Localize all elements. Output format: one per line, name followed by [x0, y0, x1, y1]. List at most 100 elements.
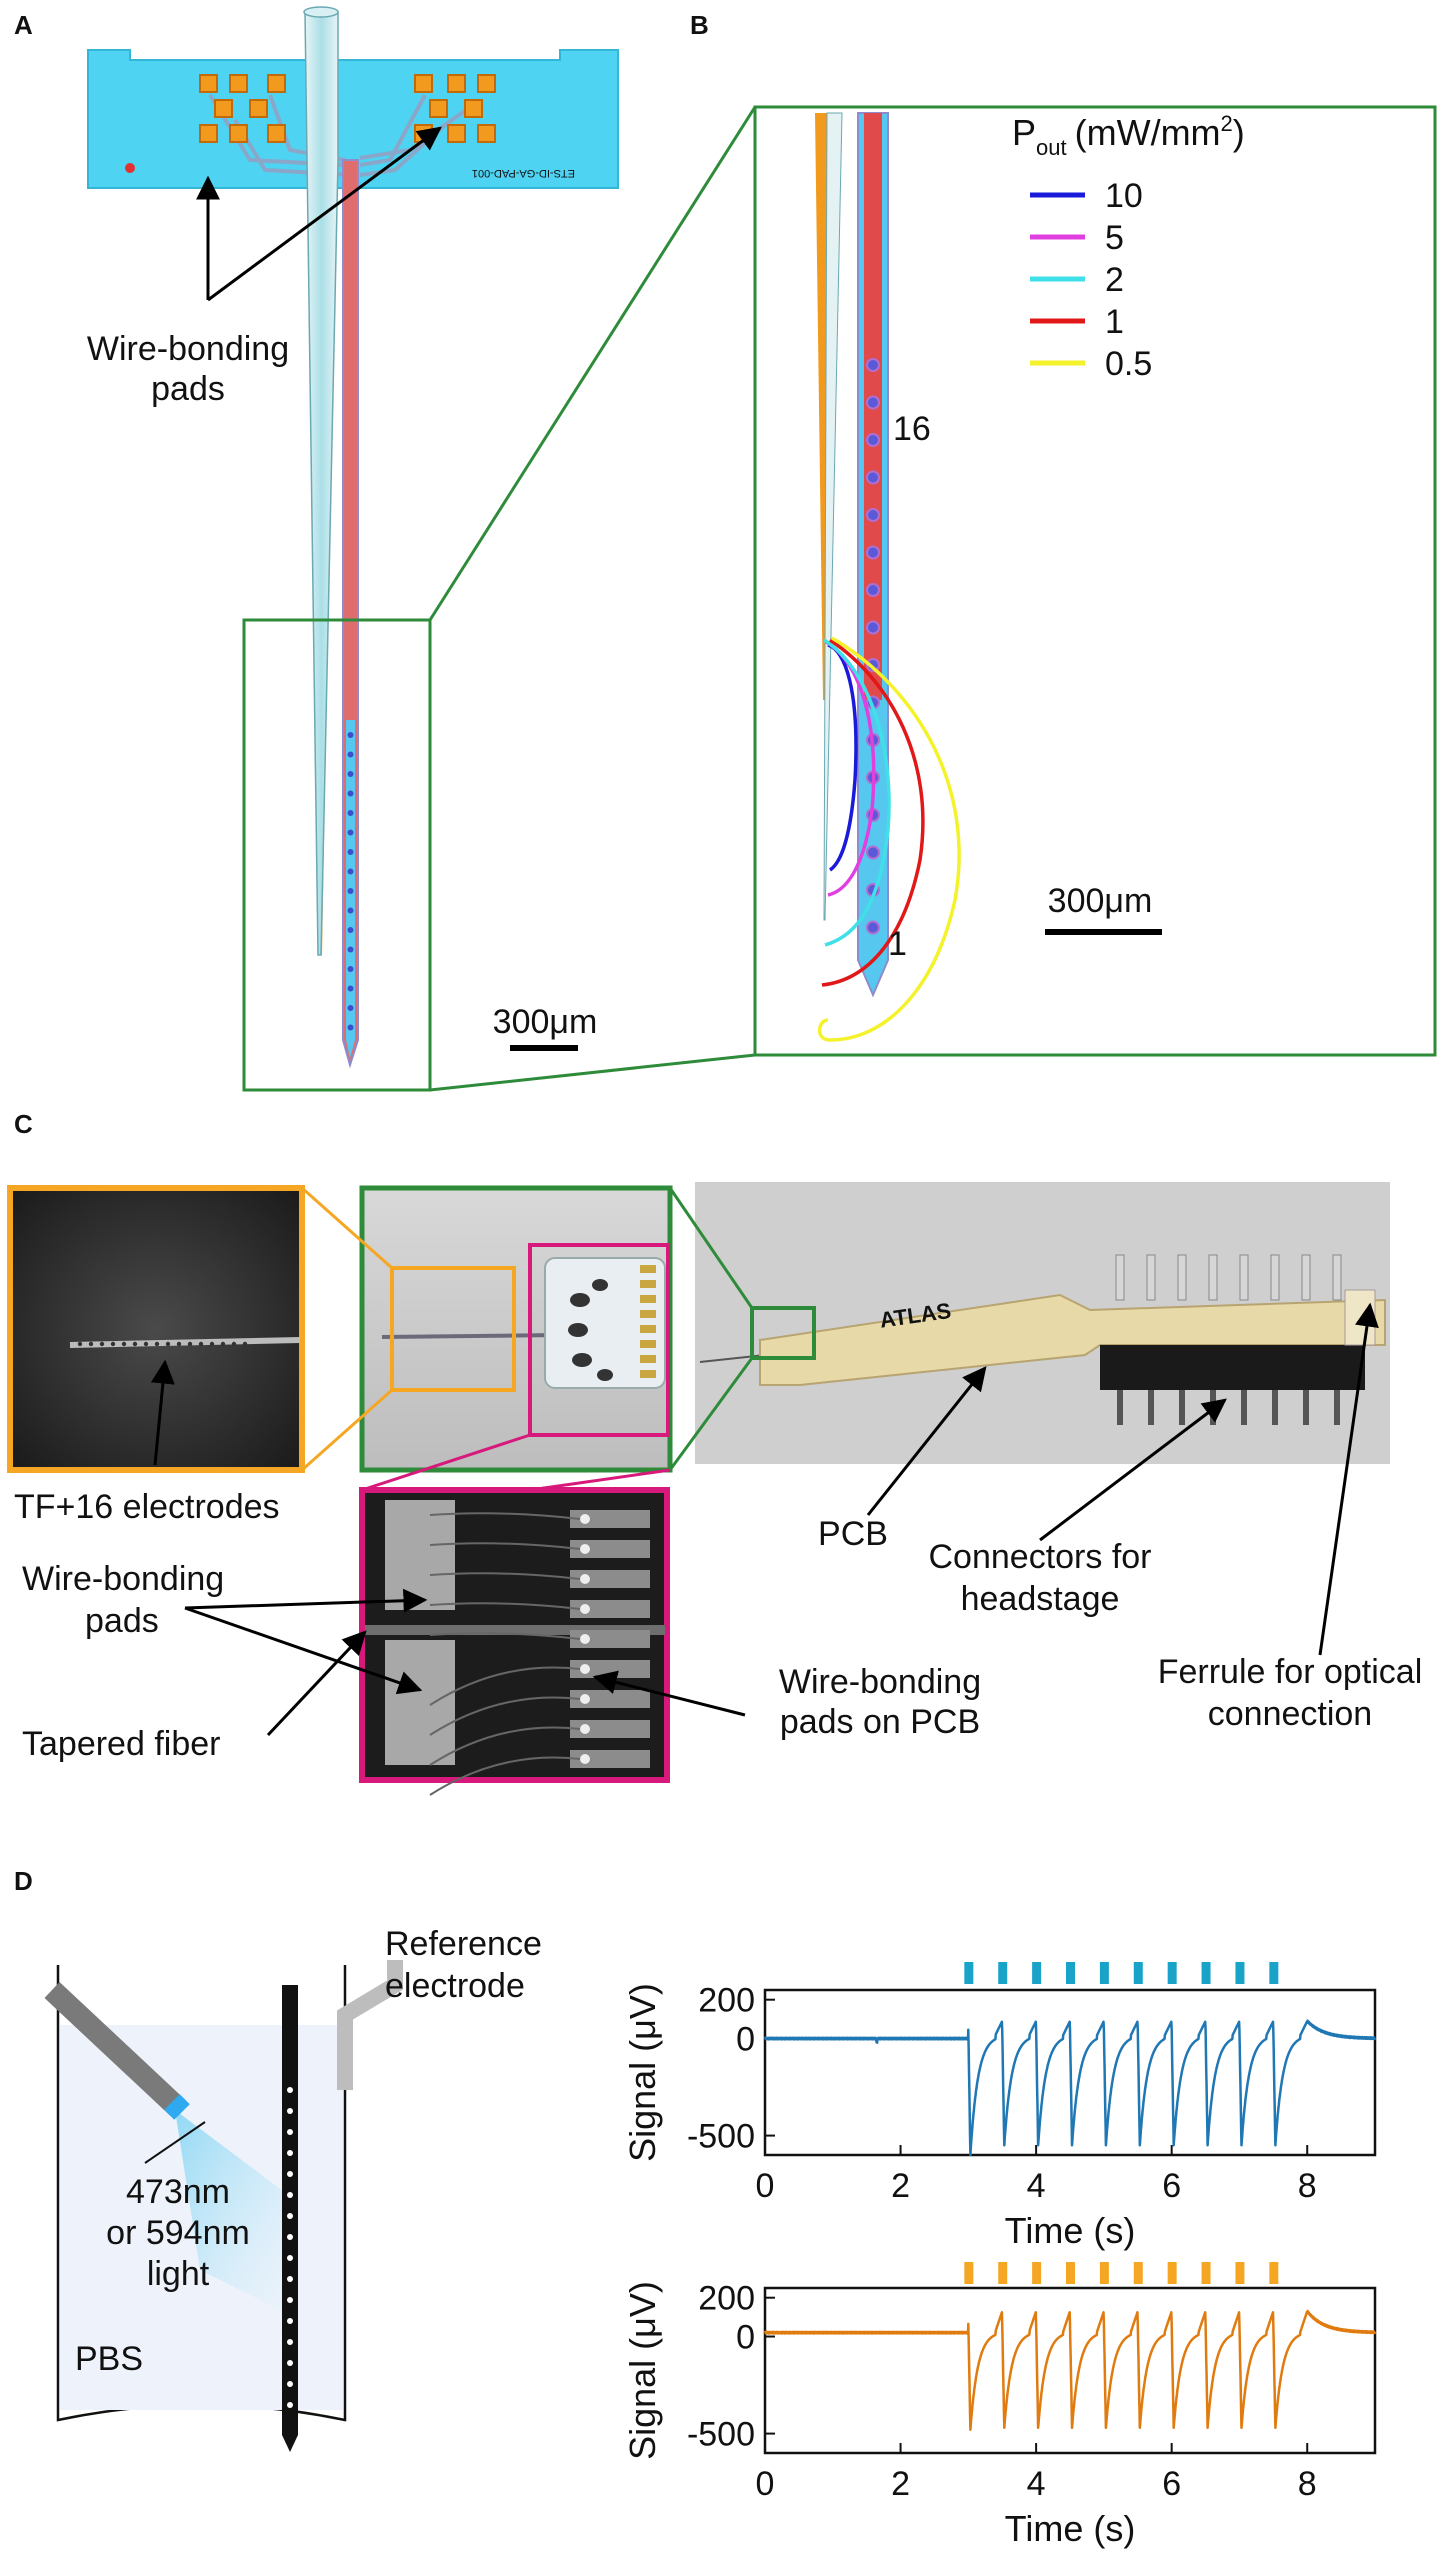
zoom-box-a: [242, 618, 432, 1092]
micrograph-pad-area-top: [385, 1500, 455, 1610]
arrow-wbpcb: [592, 1670, 746, 1717]
x-axis-label: Time (s): [1005, 2508, 1136, 2549]
label-pads: pads: [151, 370, 225, 408]
pcb-pad: [570, 1750, 650, 1768]
panel-a: A ETS-ID-GA-PAD-001: [14, 6, 757, 1092]
micro-electrode: [187, 1341, 193, 1347]
y-tick-label: 200: [698, 1982, 755, 2020]
bond-wire: [429, 1666, 581, 1706]
bond-ball: [580, 1754, 590, 1764]
label-wb-pads-2: pads: [85, 1602, 159, 1640]
bond-ball: [580, 1544, 590, 1554]
arrow-pads-right: [207, 126, 442, 302]
contour-0.5: [817, 636, 961, 1042]
connector-pin-bottom: [1117, 1390, 1123, 1425]
tapered-fiber-b: [823, 112, 843, 921]
micro-electrode: [165, 1341, 171, 1347]
connector-pin: [1146, 1254, 1156, 1301]
bond-wire: [429, 1512, 581, 1520]
probe-electrode: [287, 2150, 293, 2156]
light-pulse: [964, 1962, 974, 1984]
signal-trace: [763, 2019, 1377, 2157]
optical-fiber: [44, 1981, 186, 2117]
probe-electrode: [287, 2213, 293, 2219]
label-connectors-1: Connectors for: [929, 1538, 1152, 1576]
legend-title: Pout(mW/mm2): [1012, 111, 1245, 160]
bond-ball: [580, 1514, 590, 1524]
y-axis-label: Signal (μV): [622, 1983, 663, 2162]
photo-probe-needle: [381, 1333, 561, 1339]
micrograph-electrodes: [77, 1341, 248, 1347]
micro-electrode: [77, 1341, 83, 1347]
pcb-pad: [570, 1510, 650, 1528]
y-tick-label: 200: [698, 2280, 755, 2318]
micro-electrode: [121, 1341, 127, 1347]
probe-electrode: [287, 2339, 293, 2345]
electrode-1-label: 1: [888, 925, 907, 963]
zoom-line-magenta-right: [529, 1468, 671, 1492]
label-pcb: PCB: [818, 1515, 888, 1553]
x-tick-label: 4: [1027, 2465, 1046, 2503]
pcb-pad: [570, 1690, 650, 1708]
bond-ball: [580, 1634, 590, 1644]
light-contours: [817, 636, 961, 1042]
connector-pin: [1208, 1254, 1218, 1301]
connector-pin-bottom: [1179, 1390, 1185, 1425]
probe-electrode: [287, 2192, 293, 2198]
photo-gold-pads: [640, 1265, 656, 1378]
light-pulse: [1235, 2262, 1245, 2284]
reference-electrode: [337, 1960, 403, 2090]
label-pbs: PBS: [75, 2340, 143, 2378]
shank-electrode: [347, 751, 354, 758]
micro-electrode: [220, 1341, 226, 1347]
legend-label-10: 10: [1105, 177, 1143, 215]
panel-label-d: D: [14, 1866, 33, 1896]
light-pulse: [1099, 1962, 1109, 1984]
shank-electrode-b: [866, 470, 880, 485]
probe-electrode: [287, 2318, 293, 2324]
label-reference-2: electrode: [385, 1967, 525, 2005]
legend-label-0.5: 0.5: [1105, 345, 1152, 383]
light-pulse: [1032, 1962, 1042, 1984]
legend-label-5: 5: [1105, 219, 1124, 257]
bond-wire: [429, 1602, 581, 1610]
zoom-line-magenta-left: [361, 1433, 531, 1492]
x-tick-label: 4: [1027, 2167, 1046, 2205]
bond-wire: [429, 1696, 581, 1736]
y-tick-label: 0: [736, 2021, 755, 2059]
x-tick-label: 8: [1298, 2167, 1317, 2205]
label-wbpcb-1: Wire-bonding: [779, 1663, 981, 1701]
shank-electrode-b: [866, 920, 880, 935]
scale-bar-b-label: 300μm: [1048, 882, 1153, 920]
bond-ball: [580, 1694, 590, 1704]
panel-c: C ATLAS: [7, 1109, 1422, 1796]
contour-2: [823, 638, 891, 947]
light-pulse: [964, 2262, 974, 2284]
electrode-16-label: 16: [893, 410, 931, 448]
label-light-1: 473nm: [126, 2173, 230, 2211]
arrow-pcb: [866, 1366, 987, 1516]
zoom-line-top: [428, 106, 757, 621]
label-ferrule-2: connection: [1208, 1695, 1372, 1733]
fiber-end: [303, 6, 339, 18]
fiber-tip: [164, 2094, 190, 2120]
panel-d: D Reference electrode 473nm or 594nm lig…: [14, 1866, 1377, 2549]
light-pulse: [1167, 1962, 1177, 1984]
pcb-pad: [570, 1540, 650, 1558]
pcb-pad: [570, 1720, 650, 1738]
label-wire-bonding: Wire-bonding: [87, 330, 289, 368]
light-pulse: [1201, 2262, 1211, 2284]
arrow-ferrule: [1318, 1302, 1379, 1656]
zoom-box-orange: [390, 1266, 516, 1392]
connector-pin-bottom: [1241, 1390, 1247, 1425]
signal-trace: [763, 2309, 1377, 2431]
shank-electrode-b: [866, 845, 880, 860]
light-pulse: [1066, 2262, 1075, 2284]
micro-electrode: [99, 1341, 105, 1347]
micro-electrode: [88, 1341, 94, 1347]
connector-pin: [1115, 1254, 1125, 1301]
shank-electrode: [347, 868, 354, 875]
tapered-fiber: [304, 11, 339, 956]
bond-wire: [429, 1542, 581, 1550]
